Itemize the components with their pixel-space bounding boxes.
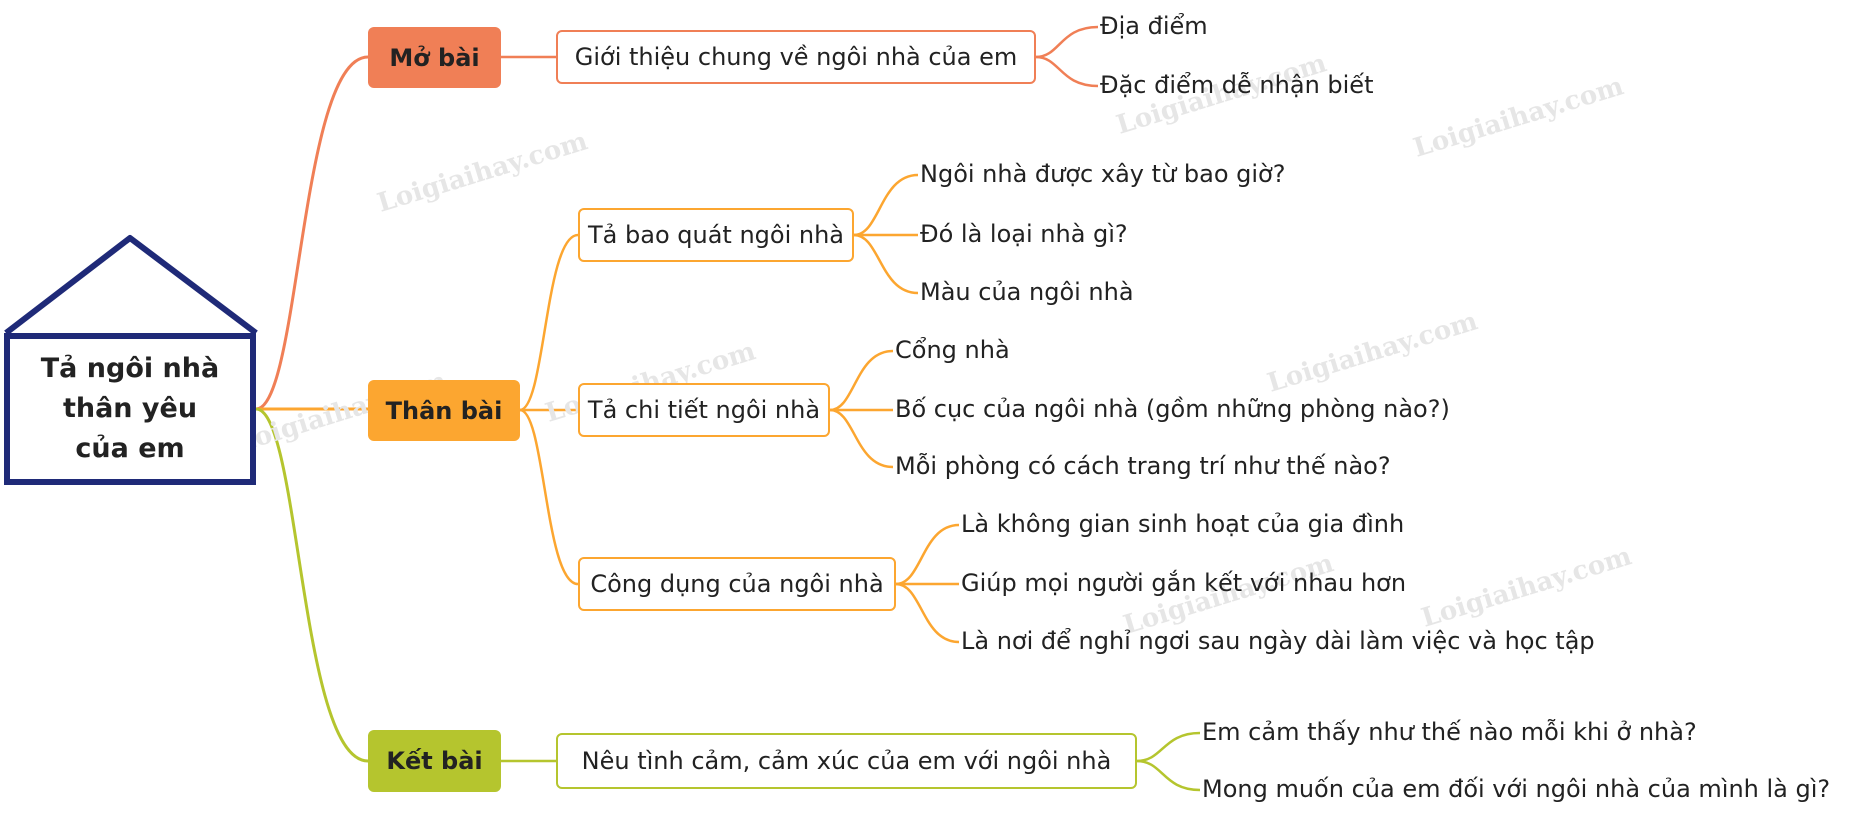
root-title-line: của em [75,433,185,464]
leaf-item: Giúp mọi người gắn kết với nhau hơn [961,569,1407,597]
connector-congdung-leaf-3 [895,582,960,644]
leaf-item: Cổng nhà [895,336,1010,364]
leaf-item: Em cảm thấy như thế nào mỗi khi ở nhà? [1202,718,1697,746]
connector-congdung-leaf-1 [895,523,960,586]
leaf-item: Đặc điểm dễ nhận biết [1100,71,1374,99]
mo-bai-box: Giới thiệu chung về ngôi nhà của em [556,30,1036,84]
leaf-item: Mỗi phòng có cách trang trí như thế nào? [895,452,1391,480]
leaf-item: Đó là loại nhà gì? [920,220,1128,248]
connector-baoquat-leaf-1 [853,173,919,237]
root-title-line: thân yêu [62,393,198,424]
connector-than-baoquat [519,233,579,412]
root-title: Tả ngôi nhà thân yêu của em [30,349,230,469]
leaf-item: Là không gian sinh hoạt của gia đình [961,510,1405,538]
connector-ket-leaf-2 [1136,759,1201,792]
leaf-item: Bố cục của ngôi nhà (gồm những phòng nào… [895,395,1450,423]
house-roof [4,235,258,336]
section-than-bai: Thân bài [368,380,520,441]
leaf-item: Mong muốn của em đối với ngôi nhà của mì… [1202,775,1831,803]
root-title-line: Tả ngôi nhà [40,353,220,384]
leaf-item: Là nơi để nghỉ ngơi sau ngày dài làm việ… [961,627,1595,655]
connector-chitiet-leaf-3 [829,408,894,469]
connector-chitiet-leaf-1 [829,349,894,412]
leaf-item: Ngôi nhà được xây từ bao giờ? [920,160,1286,188]
connector-mo-bai [255,55,369,411]
connector-mo-leaf-2 [1035,55,1099,88]
section-mo-bai: Mở bài [368,27,501,88]
connector-than-congdung [519,408,579,586]
connector-ket-leaf-1 [1136,731,1201,763]
than-bai-box-cong-dung: Công dụng của ngôi nhà [578,557,896,611]
leaf-item: Địa điểm [1100,12,1208,40]
than-bai-box-bao-quat: Tả bao quát ngôi nhà [578,208,854,262]
leaf-item: Màu của ngôi nhà [920,278,1134,306]
root-node: Tả ngôi nhà thân yêu của em [4,333,256,485]
section-ket-bai: Kết bài [368,730,501,792]
connector-baoquat-leaf-3 [853,233,919,295]
ket-bai-box: Nêu tình cảm, cảm xúc của em với ngôi nh… [556,733,1137,789]
connector-mo-leaf-1 [1035,25,1099,59]
connector-ket-bai [255,407,369,763]
than-bai-box-chi-tiet: Tả chi tiết ngôi nhà [578,383,830,437]
